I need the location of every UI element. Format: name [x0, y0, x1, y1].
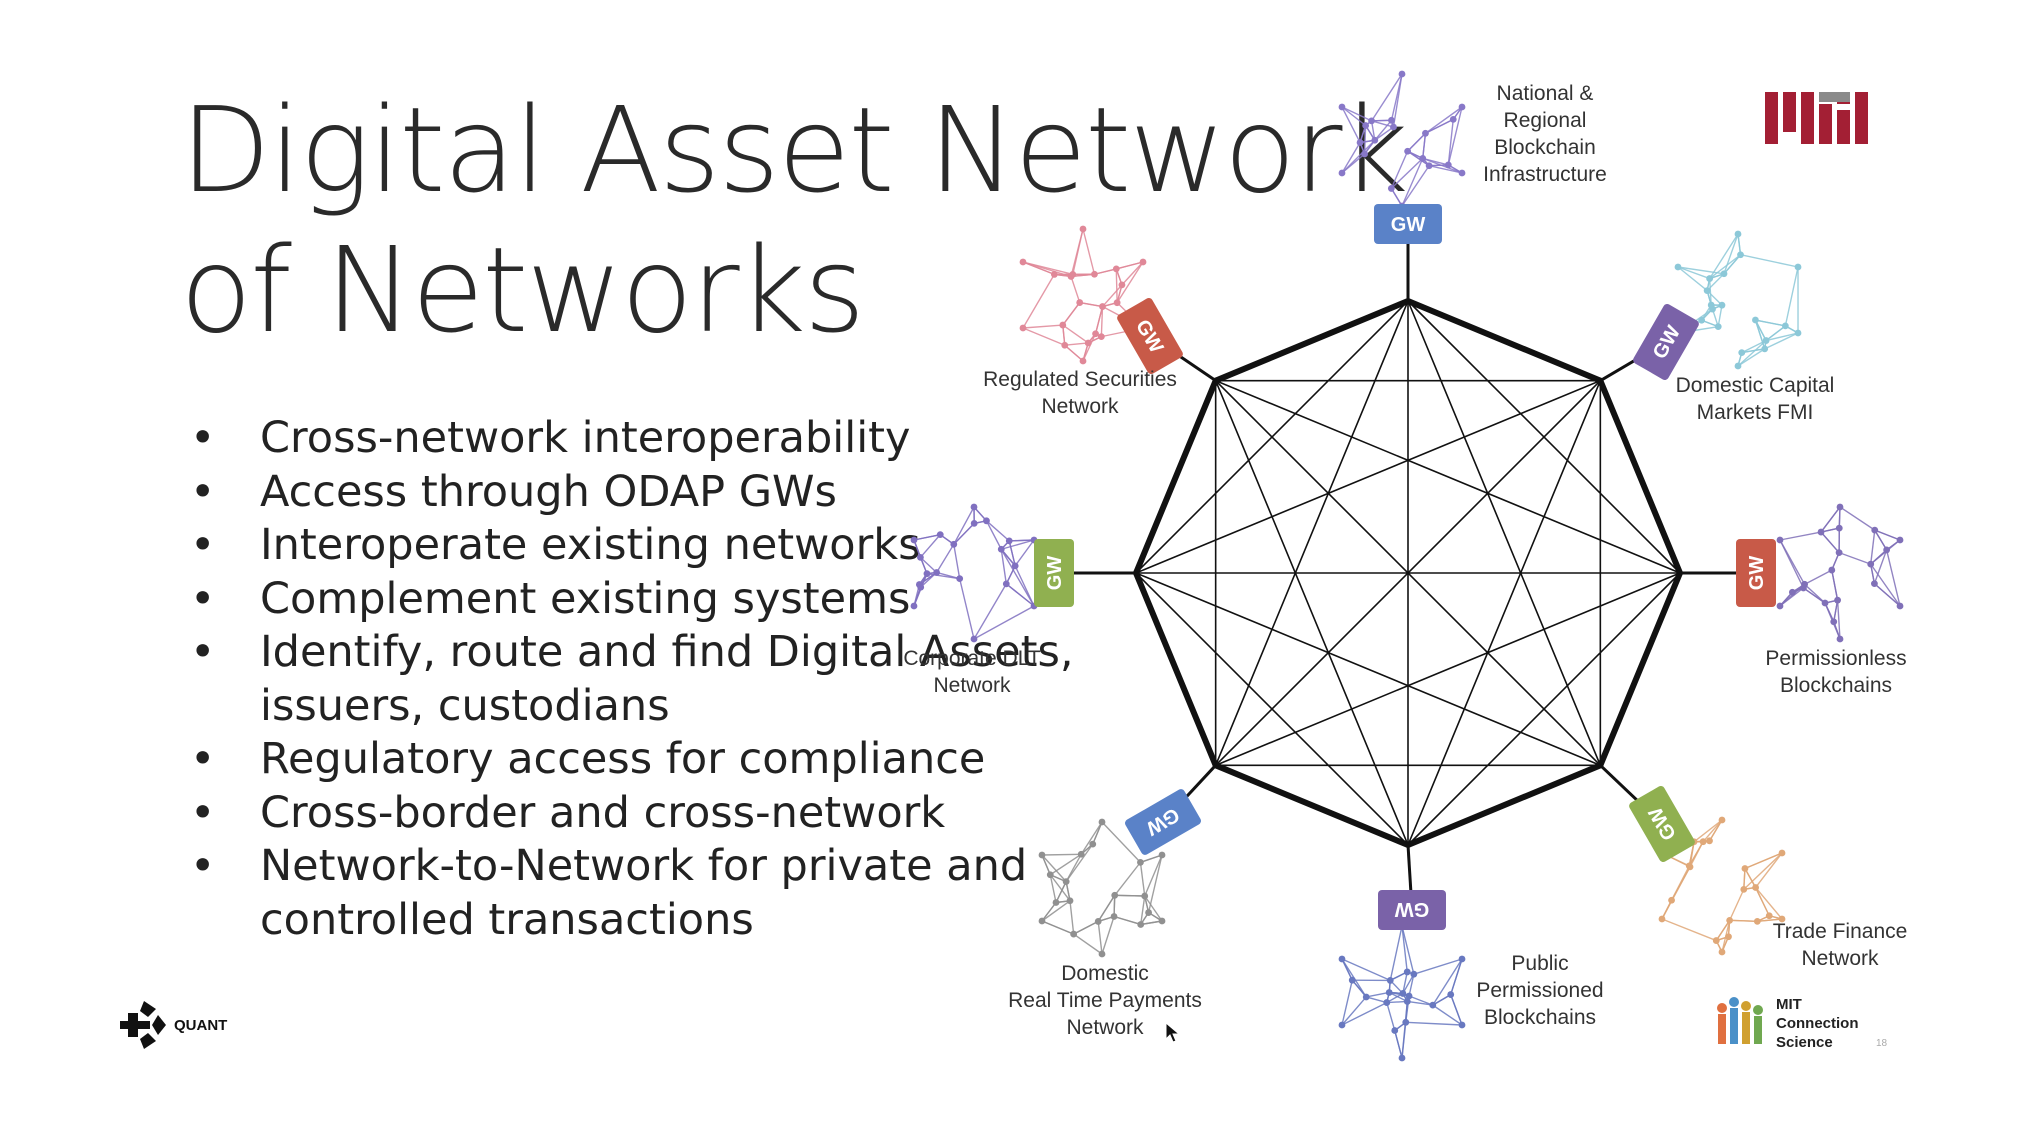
slide-title-line-1: Digital Asset Network — [180, 81, 1409, 219]
bullet-item: Access through ODAP GWs — [190, 466, 1080, 520]
quant-logo-text: QUANT — [174, 1016, 228, 1034]
slide-title-line-2: of Networks — [180, 221, 865, 359]
quant-logo: QUANT — [118, 997, 227, 1053]
network-cluster-icon — [1019, 225, 1147, 365]
mit-connection-science-logo: MIT Connection Science — [1712, 992, 1859, 1054]
bullet-item: Cross-network interoperability — [190, 412, 1080, 466]
mouse-cursor-icon — [1165, 1022, 1181, 1043]
network-cluster-icon — [1776, 503, 1904, 643]
network-cluster-icon — [1338, 922, 1466, 1062]
gateway-box: GW — [1374, 204, 1442, 244]
bullet-item: Network-to-Network for private and contr… — [190, 840, 1080, 947]
mesh-edge — [1214, 379, 1409, 846]
octagon-edge — [1405, 298, 1604, 384]
bullet-item: Interoperate existing networks — [190, 519, 1080, 573]
bullet-list: Cross-network interoperability Access th… — [190, 412, 1080, 947]
bullet-item: Regulatory access for compliance — [190, 733, 1080, 787]
octagon-edge — [1212, 762, 1411, 848]
page-number: 18 — [1876, 1038, 1888, 1049]
network-cluster-icon — [1658, 816, 1786, 956]
mesh-edge — [1407, 379, 1602, 846]
octagon-edge — [1133, 570, 1219, 769]
mesh-edge — [1214, 379, 1681, 574]
mesh-edge — [1214, 379, 1602, 767]
network-cluster-icon — [1338, 70, 1466, 210]
bullet-item: Cross-border and cross-network — [190, 787, 1080, 841]
mesh-edge — [1214, 300, 1409, 767]
mitcs-line-2: Connection — [1776, 1014, 1859, 1032]
gateway-label: GW — [1395, 898, 1430, 920]
mitcs-line-3: Science — [1776, 1033, 1833, 1051]
octagon-edge — [1133, 377, 1219, 576]
octagon-edge — [1405, 762, 1604, 848]
mit-logo — [1765, 92, 1868, 144]
gateway-box: GW — [1629, 786, 1695, 862]
gateway-box: GW — [1736, 539, 1776, 607]
quant-logo-icon — [120, 1001, 166, 1049]
gateway-label: GW — [1044, 556, 1066, 591]
octagon-edge — [1597, 570, 1683, 769]
network-cluster-icon — [1674, 230, 1802, 370]
gateway-box: GW — [1633, 304, 1699, 380]
network-cluster-icon — [910, 503, 1038, 643]
mitcs-line-1: MIT — [1776, 995, 1802, 1013]
octagon-edge — [1597, 377, 1683, 576]
mesh-edge — [1135, 379, 1602, 574]
bullet-item: Identify, route and find Digital Assets,… — [190, 626, 1080, 733]
slide-title: Digital Asset Network of Networks — [180, 80, 1409, 360]
gateway-box: GW — [1378, 890, 1446, 930]
bullet-item: Complement existing systems — [190, 573, 1080, 627]
octagon-edge — [1212, 298, 1411, 384]
mesh-edge — [1407, 300, 1602, 767]
people-group-icon — [1717, 997, 1763, 1044]
network-cluster-icon — [1038, 818, 1166, 958]
gateway-box: GW — [1125, 789, 1201, 855]
mesh-edge — [1135, 572, 1409, 846]
gateway-label: GW — [1391, 214, 1426, 236]
gateway-box: GW — [1117, 298, 1183, 374]
mesh-edge — [1135, 572, 1602, 767]
gateway-label: GW — [1746, 556, 1768, 591]
full-mesh-graph — [1133, 298, 1683, 848]
gateway-box: GW — [1034, 539, 1074, 607]
mesh-edge — [1214, 572, 1681, 767]
